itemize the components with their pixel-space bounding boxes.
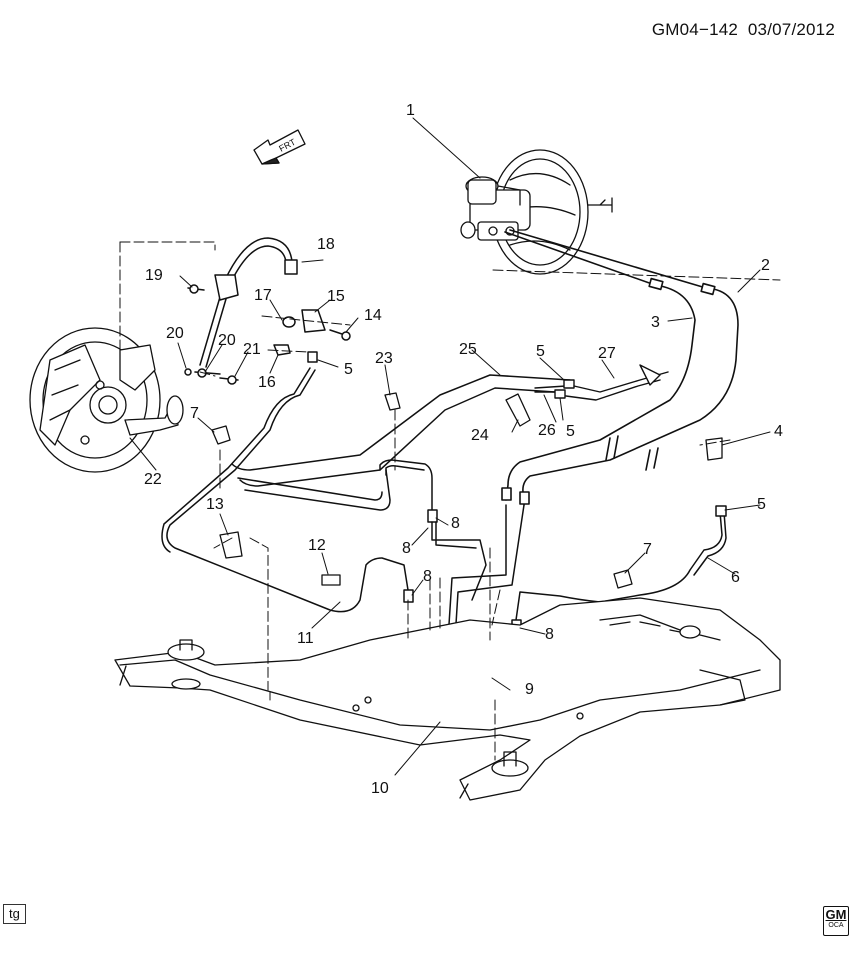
clips-and-brackets [211, 392, 723, 589]
front-direction-arrow: FRT [253, 129, 306, 165]
callout-10: 10 [371, 780, 389, 797]
callout-18: 18 [317, 236, 335, 253]
callout-21: 21 [243, 341, 261, 358]
gm-logo: GM OCA [823, 906, 849, 936]
callout-20-right: 20 [218, 332, 236, 349]
callout-8-a: 8 [451, 515, 460, 532]
callout-7-left: 7 [190, 405, 199, 422]
callout-24: 24 [471, 427, 489, 444]
callout-4: 4 [774, 423, 783, 440]
callout-17: 17 [254, 287, 272, 304]
callout-19: 19 [145, 267, 163, 284]
callout-25: 25 [459, 341, 477, 358]
leader-lines [129, 117, 771, 776]
brake-pipes-rear [501, 229, 739, 506]
document-id: GM04−142 [651, 20, 739, 39]
knuckle-caliper-assembly [29, 327, 184, 473]
callout-26: 26 [538, 422, 556, 439]
callout-5-right: 5 [757, 496, 766, 513]
callout-20-left: 20 [166, 325, 184, 342]
callout-1: 1 [406, 102, 415, 119]
document-date: 03/07/2012 [747, 20, 835, 39]
callout-15: 15 [327, 288, 345, 305]
gm-logo-subtext: OCA [828, 922, 844, 929]
callout-8-b: 8 [402, 540, 411, 557]
diagram-header: GM04−142 03/07/2012 [652, 20, 835, 40]
callout-9: 9 [525, 681, 534, 698]
brake-booster-master-cylinder [460, 149, 613, 275]
brake-pipes-26-27 [534, 364, 669, 401]
callout-22: 22 [144, 471, 162, 488]
callout-6: 6 [731, 569, 740, 586]
callout-2: 2 [761, 257, 770, 274]
callout-7-right: 7 [643, 541, 652, 558]
callout-5-top: 5 [536, 343, 545, 360]
callout-3: 3 [651, 314, 660, 331]
callout-8-d: 8 [545, 626, 554, 643]
reference-dashed-lines [119, 241, 781, 761]
callout-23: 23 [375, 350, 393, 367]
callout-13: 13 [206, 496, 224, 513]
corner-tag: tg [3, 904, 26, 924]
callout-14: 14 [364, 307, 382, 324]
gm-logo-text: GM [825, 907, 847, 922]
callout-5-left: 5 [344, 361, 353, 378]
callout-11: 11 [297, 630, 314, 647]
callout-12: 12 [308, 537, 326, 554]
brake-pipes-front [161, 367, 571, 641]
callout-27: 27 [598, 345, 616, 362]
flex-brake-hose [184, 237, 351, 385]
callout-5-mid: 5 [566, 423, 575, 440]
callout-16: 16 [258, 374, 276, 391]
front-cradle-frame [114, 597, 781, 801]
callout-8-c: 8 [423, 568, 432, 585]
